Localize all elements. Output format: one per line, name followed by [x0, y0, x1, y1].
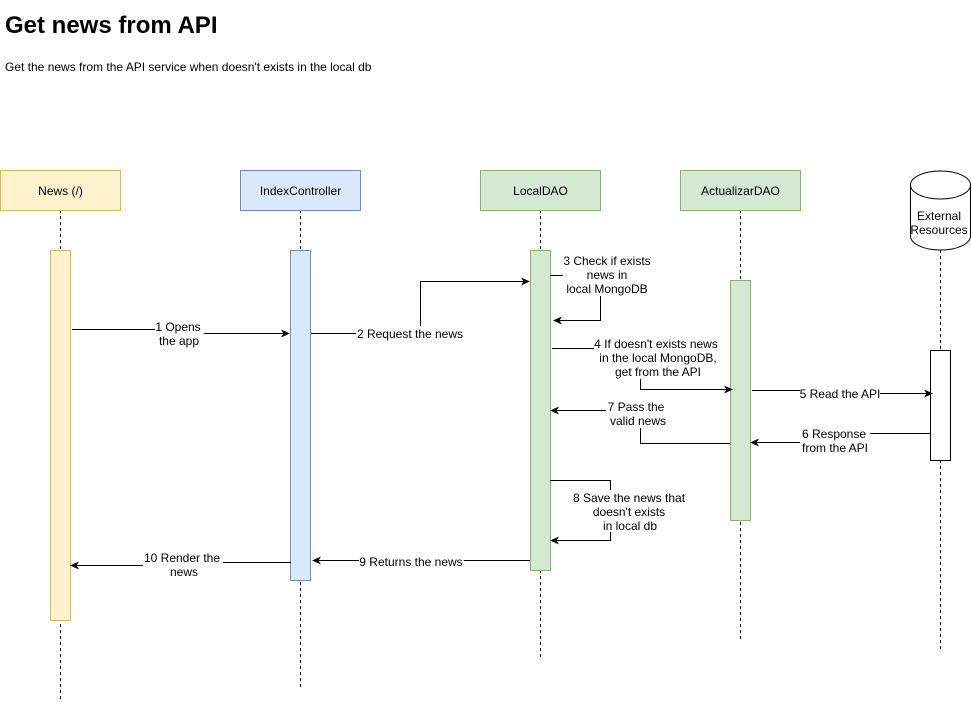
message-1-label-line1: 1 Opens: [155, 320, 200, 334]
participant-index-controller: IndexController: [240, 170, 361, 211]
message-3-arrow: [553, 296, 601, 325]
message-1: 1 Opens the app: [72, 320, 290, 348]
message-8-label-line2: doesn't exists: [593, 505, 665, 519]
message-6-label-line1: 6 Response: [802, 427, 866, 441]
message-10-label-line2: news: [170, 565, 198, 579]
message-5-label: 5 Read the API: [800, 387, 881, 401]
message-3-label-line3: local MongoDB: [566, 282, 647, 296]
message-3-label-line2: news in: [587, 268, 628, 282]
message-2-label: 2 Request the news: [357, 327, 463, 341]
participant-external-resources: External Resources: [910, 170, 971, 251]
activation-external-resources: [930, 350, 951, 461]
message-4-label-line1: 4 If doesn't exists news: [594, 337, 718, 351]
participant-index-controller-box: [240, 170, 361, 211]
activation-news: [50, 250, 71, 621]
participant-local-dao: LocalDAO: [480, 170, 601, 211]
message-8-arrow: [550, 532, 611, 545]
message-2-arrow-path: [420, 277, 530, 326]
message-3: 3 Check if exists news in local MongoDB: [550, 254, 651, 325]
message-4-arrow: [640, 379, 733, 394]
participant-actualizar-dao: ActualizarDAO: [680, 170, 801, 211]
participant-actualizar-dao-label: ActualizarDAO: [701, 184, 780, 198]
message-6: 6 Response from the API: [750, 427, 930, 455]
message-2: 2 Request the news: [311, 277, 530, 341]
message-4-label-line2: in the local MongoDB,: [599, 351, 716, 365]
message-6-label-line2: from the API: [802, 441, 868, 455]
message-10: 10 Render the news: [70, 551, 291, 579]
participant-external-resources-label-line2: Resources: [910, 223, 967, 237]
participant-external-resources-label-line1: External: [917, 209, 961, 223]
message-8-label-line1: 8 Save the news that: [573, 491, 686, 505]
message-4: 4 If doesn't exists news in the local Mo…: [552, 337, 733, 394]
message-7-label-line2: valid news: [610, 414, 666, 428]
database-cylinder-rim: [910, 184, 971, 200]
message-9: 9 Returns the news: [312, 555, 530, 569]
message-8-label-line3: in local db: [603, 519, 657, 533]
message-7-arrow-start: [640, 428, 730, 444]
message-8-arrow-start: [550, 480, 611, 490]
page-subtitle: Get the news from the API service when d…: [5, 60, 372, 74]
participant-index-controller-label: IndexController: [260, 184, 341, 198]
participant-news-label: News (/): [38, 184, 83, 198]
participant-actualizar-dao-box: [680, 170, 801, 211]
message-5: 5 Read the API: [752, 387, 933, 401]
participant-news-box: [0, 170, 121, 211]
message-7-label-line1: 7 Pass the: [608, 400, 665, 414]
message-4-label-line3: get from the API: [615, 365, 701, 379]
message-8: 8 Save the news that doesn't exists in l…: [550, 480, 686, 545]
participant-local-dao-box: [480, 170, 601, 211]
message-9-label: 9 Returns the news: [359, 555, 462, 569]
participant-news: News (/): [0, 170, 121, 211]
message-1-label-line2: the app: [159, 334, 199, 348]
activation-local-dao: [530, 250, 551, 571]
message-7: 7 Pass the valid news: [550, 400, 730, 444]
page-title: Get news from API: [5, 12, 218, 39]
message-10-label-line1: 10 Render the: [144, 551, 220, 565]
activation-actualizar-dao: [730, 280, 751, 521]
participant-local-dao-label: LocalDAO: [513, 184, 568, 198]
message-3-label-line1: 3 Check if exists: [563, 254, 650, 268]
activation-index-controller: [290, 250, 311, 581]
